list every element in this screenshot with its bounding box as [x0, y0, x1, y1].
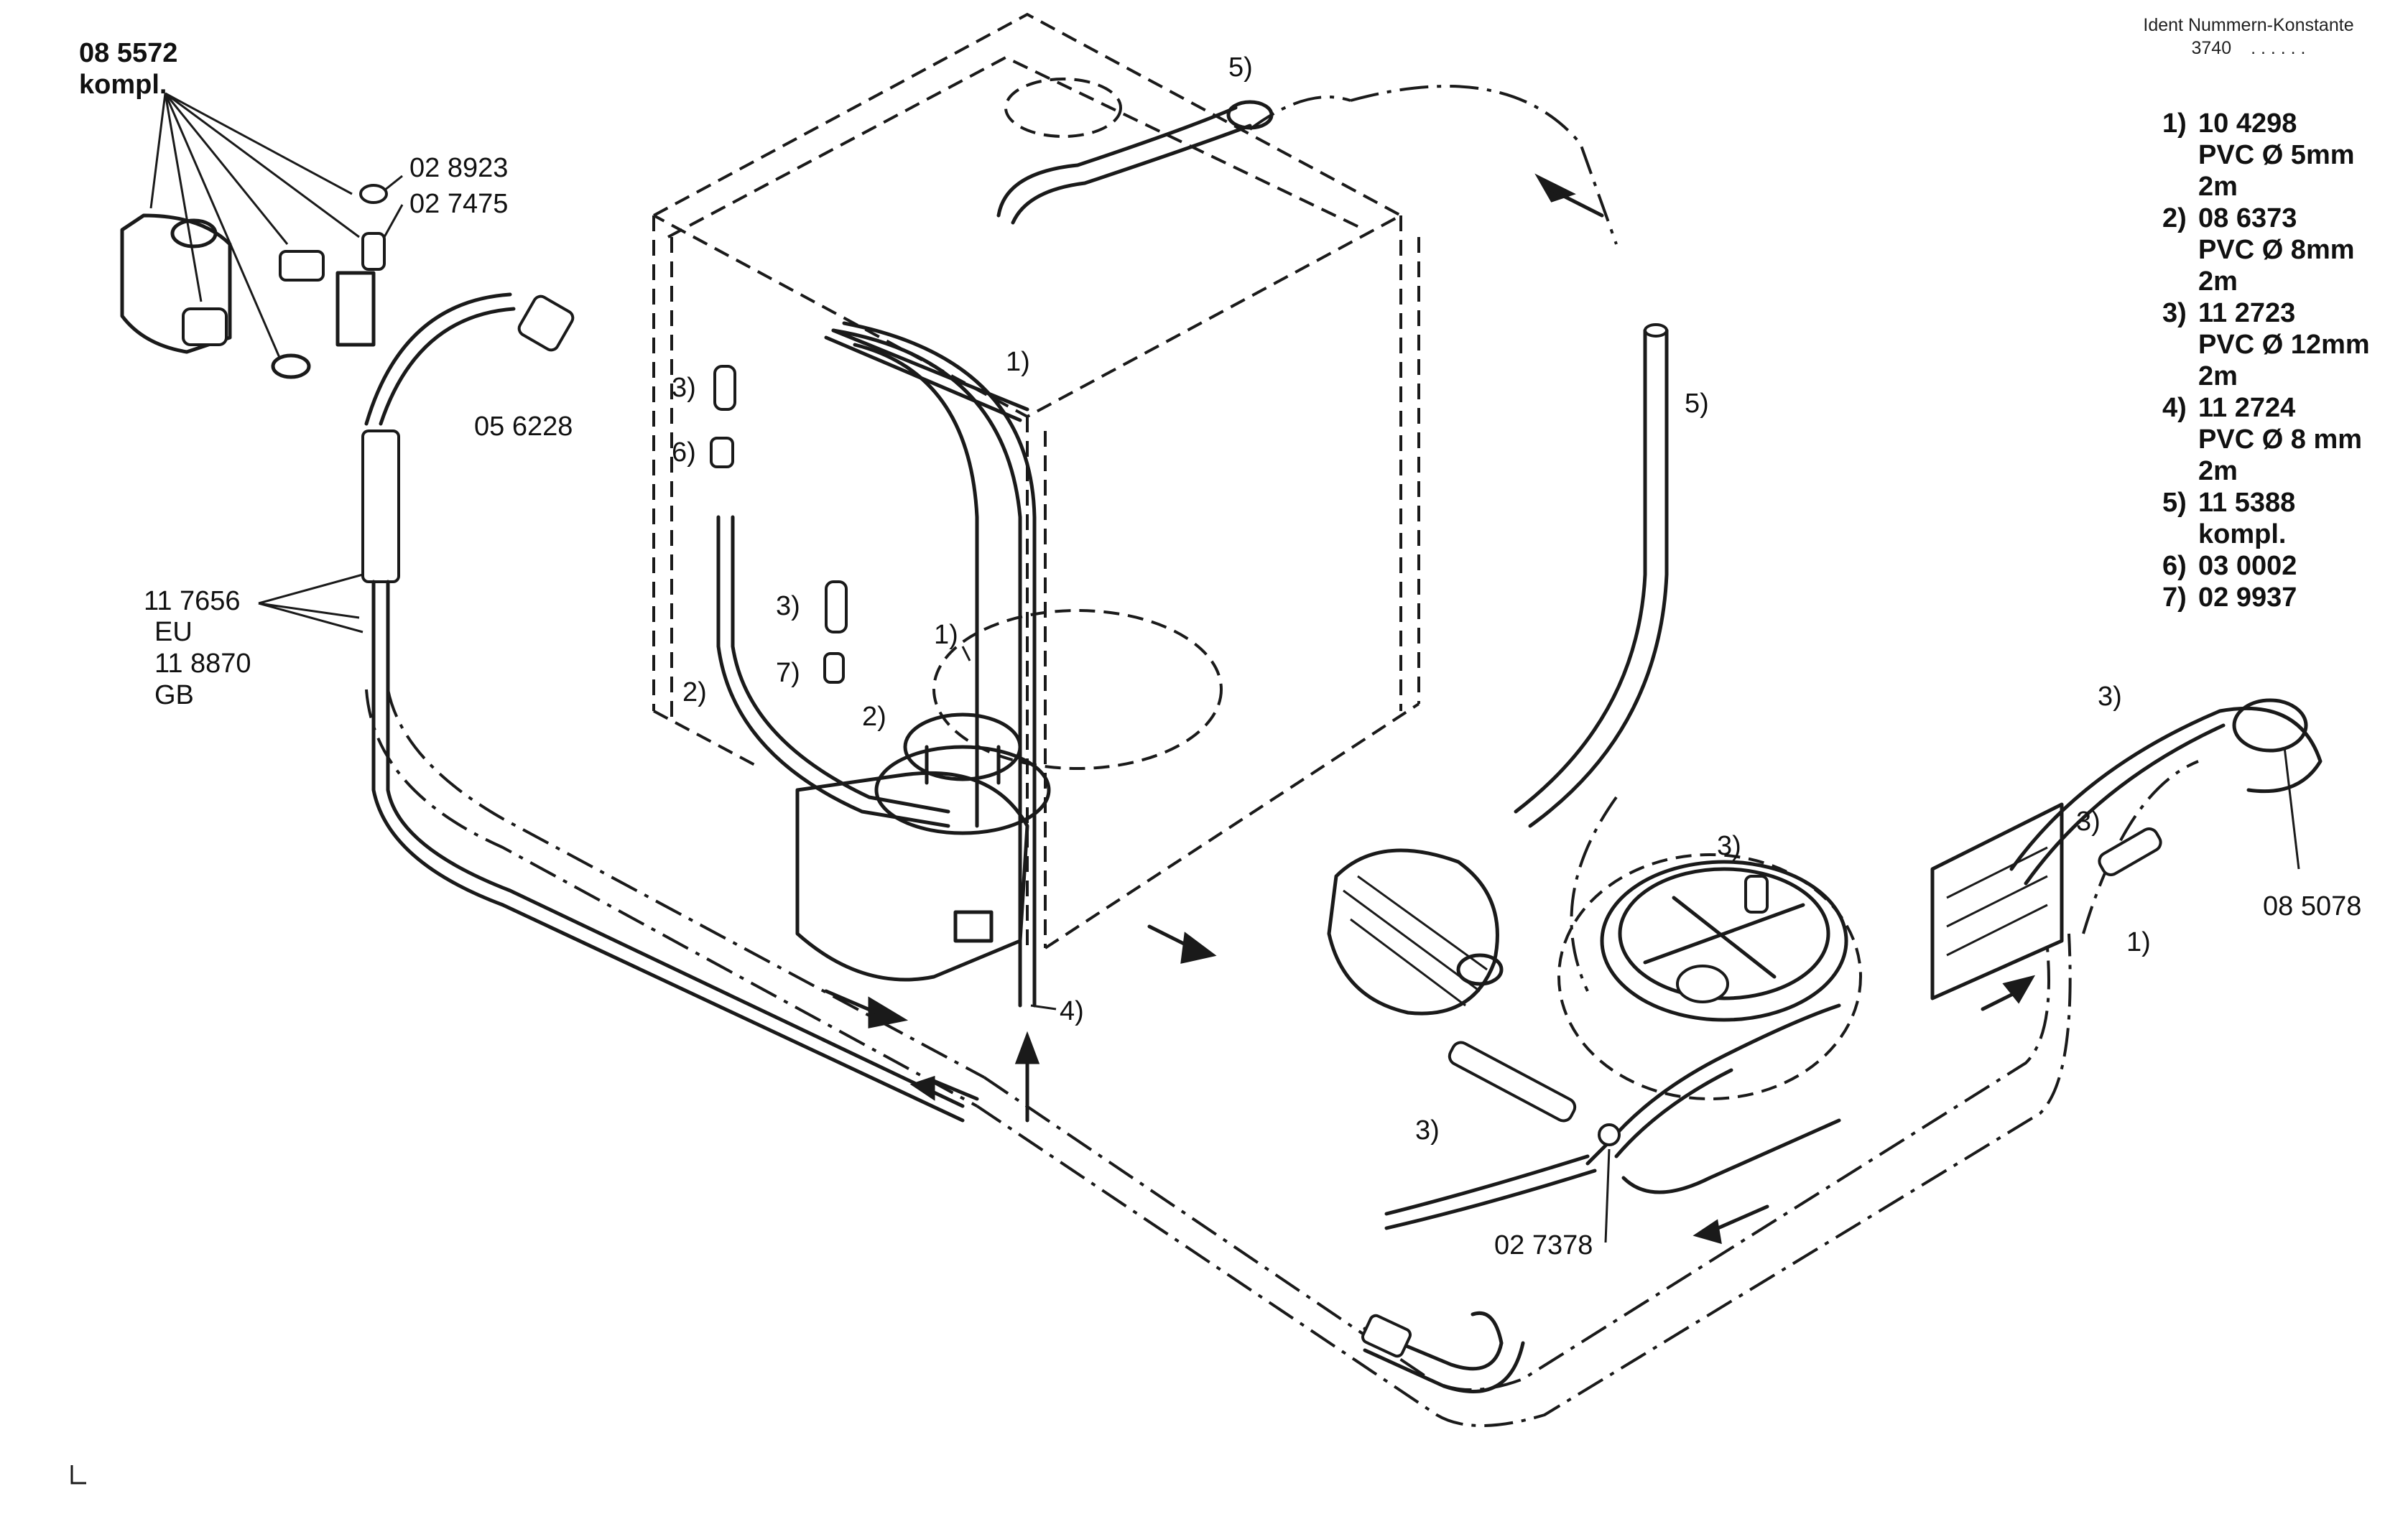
callout-1-right: 1) [2126, 927, 2151, 957]
inlet-hose [361, 292, 965, 1123]
callout-2-left: 2) [682, 677, 707, 707]
legend-item: 2)08 6373 [2162, 203, 2297, 233]
vent-tube-5 [996, 100, 1669, 828]
control-board [1930, 802, 2064, 1000]
legend-item: 7)02 9937 [2162, 582, 2297, 613]
label-kit-note: kompl. [79, 70, 167, 100]
pump-loop [2009, 698, 2323, 886]
callout-3-topright: 3) [2098, 682, 2122, 712]
internal-tubes [710, 321, 1037, 1008]
callout-5-right: 5) [1685, 389, 1709, 419]
cabinet-outline [652, 12, 1420, 949]
ident-dots: . . . . . . [2251, 38, 2306, 58]
parts-legend: 1)10 4298 PVC Ø 5mm 2m 2)08 6373 PVC Ø 8… [2162, 108, 2370, 613]
drain-pump-motor [1327, 848, 1504, 1016]
label-hose-eu-code: 11 7656 [144, 586, 241, 616]
ident-header-code: 3740 . . . . . . [2105, 37, 2392, 59]
ident-header-title: Ident Nummern-Konstante [2143, 15, 2354, 35]
flow-arrows [824, 173, 2036, 1245]
legend-desc: kompl. [2198, 519, 2287, 549]
lower-hoses [1384, 1003, 1841, 1230]
callout-3-ring: 3) [1717, 831, 1741, 861]
corner-mark [70, 1465, 86, 1485]
callout-7: 7) [776, 658, 800, 688]
callout-3-left: 3) [672, 373, 696, 403]
legend-item: 5)11 5388 [2162, 488, 2296, 518]
legend-desc: PVC Ø 12mm [2198, 330, 2370, 360]
callout-1-top: 1) [1006, 347, 1030, 377]
label-hose-gb: GB [154, 680, 194, 710]
legend-length: 2m [2198, 266, 2238, 297]
callout-6: 6) [672, 437, 696, 468]
callout-3-lower: 3) [1415, 1115, 1440, 1146]
legend-length: 2m [2198, 361, 2238, 391]
ident-code: 3740 [2191, 38, 2232, 58]
label-hose-fitting: 05 6228 [474, 412, 573, 442]
pump-ring-housing [1557, 853, 1862, 1100]
legend-length: 2m [2198, 172, 2238, 202]
label-kit-code: 08 5572 [79, 38, 178, 68]
callout-1-mid: 1) [934, 620, 958, 650]
label-pump-loop: 08 5078 [2263, 891, 2362, 921]
drain-routing-loop [365, 85, 2199, 1427]
legend-item: 3)11 2723 [2162, 298, 2296, 328]
legend-desc: PVC Ø 5mm [2198, 140, 2355, 170]
callout-4: 4) [1060, 996, 1084, 1026]
label-tee: 02 7378 [1494, 1230, 1593, 1260]
legend-length: 2m [2198, 456, 2238, 486]
label-hose-gb-code: 11 8870 [154, 649, 251, 679]
legend-item: 1)10 4298 [2162, 108, 2297, 139]
callout-5-top: 5) [1228, 52, 1253, 83]
legend-item: 6)03 0002 [2162, 551, 2297, 581]
sump-pump-assembly [795, 712, 1051, 982]
label-valve-cap: 02 7475 [409, 189, 509, 219]
leader-lines [149, 92, 2300, 1243]
drain-elbow [1361, 1311, 1525, 1393]
inlet-valve-kit [120, 184, 575, 379]
callout-3-mid: 3) [776, 591, 800, 621]
label-hose-eu: EU [154, 617, 193, 647]
callout-2-mid: 2) [862, 702, 886, 732]
label-washer: 02 8923 [409, 153, 509, 183]
legend-item: 4)11 2724 [2162, 393, 2296, 423]
legend-desc: PVC Ø 8mm [2198, 235, 2355, 265]
callout-3-right: 3) [2076, 807, 2101, 837]
legend-desc: PVC Ø 8 mm [2198, 424, 2363, 455]
